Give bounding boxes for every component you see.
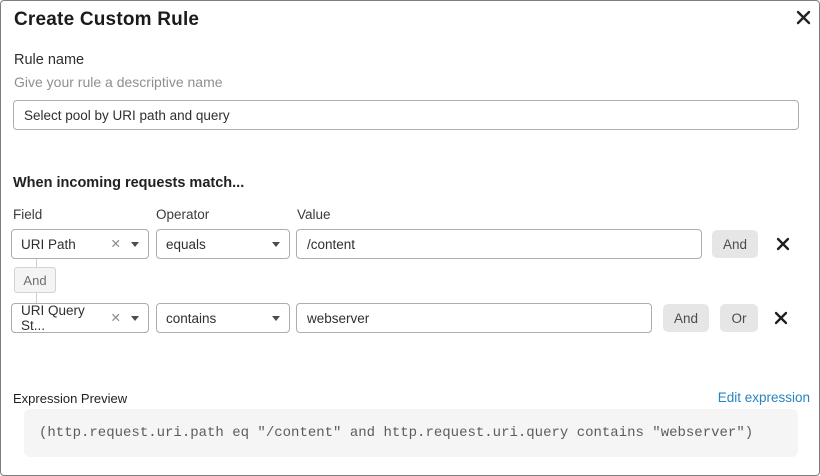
field-clear-icon[interactable]: ✕ — [110, 310, 121, 325]
operator-select-row2[interactable]: contains — [156, 303, 290, 333]
operator-column-label: Operator — [156, 207, 210, 222]
operator-select-row1-value: equals — [166, 236, 206, 252]
expression-code-text: (http.request.uri.path eq "/content" and… — [39, 425, 754, 441]
rule-name-helper: Give your rule a descriptive name — [14, 74, 223, 90]
and-connector-badge: And — [14, 267, 56, 293]
dialog-title: Create Custom Rule — [14, 9, 200, 30]
rule-name-label: Rule name — [14, 52, 85, 68]
expression-preview-label: Expression Preview — [13, 391, 128, 406]
chevron-down-icon — [131, 241, 139, 247]
operator-select-row1[interactable]: equals — [156, 229, 290, 259]
field-select-row2[interactable]: URI Query St... ✕ — [11, 303, 149, 333]
value-input-row2[interactable] — [296, 303, 652, 333]
chevron-down-icon — [272, 315, 280, 321]
and-button-row1[interactable]: And — [712, 230, 758, 258]
field-select-row1[interactable]: URI Path ✕ — [11, 229, 149, 259]
field-column-label: Field — [13, 207, 43, 222]
match-section-heading: When incoming requests match... — [13, 175, 245, 191]
field-clear-icon[interactable]: ✕ — [110, 236, 121, 251]
close-button[interactable] — [793, 7, 813, 27]
close-x-icon — [796, 10, 810, 24]
edit-expression-link[interactable]: Edit expression — [717, 390, 810, 405]
value-column-label: Value — [297, 207, 331, 222]
field-select-row2-value: URI Query St... — [21, 303, 85, 333]
or-button-row2[interactable]: Or — [720, 304, 758, 332]
chevron-down-icon — [131, 315, 139, 321]
and-button-row2[interactable]: And — [663, 304, 709, 332]
operator-select-row2-value: contains — [166, 310, 217, 326]
field-select-row1-value: URI Path — [21, 236, 76, 252]
rule-name-input[interactable] — [13, 100, 799, 130]
delete-row1-button[interactable] — [775, 236, 791, 252]
x-icon — [774, 311, 788, 325]
delete-row2-button[interactable] — [773, 310, 789, 326]
value-input-row1[interactable] — [296, 229, 702, 259]
expression-preview-code: (http.request.uri.path eq "/content" and… — [24, 409, 798, 457]
x-icon — [776, 237, 790, 251]
chevron-down-icon — [272, 241, 280, 247]
